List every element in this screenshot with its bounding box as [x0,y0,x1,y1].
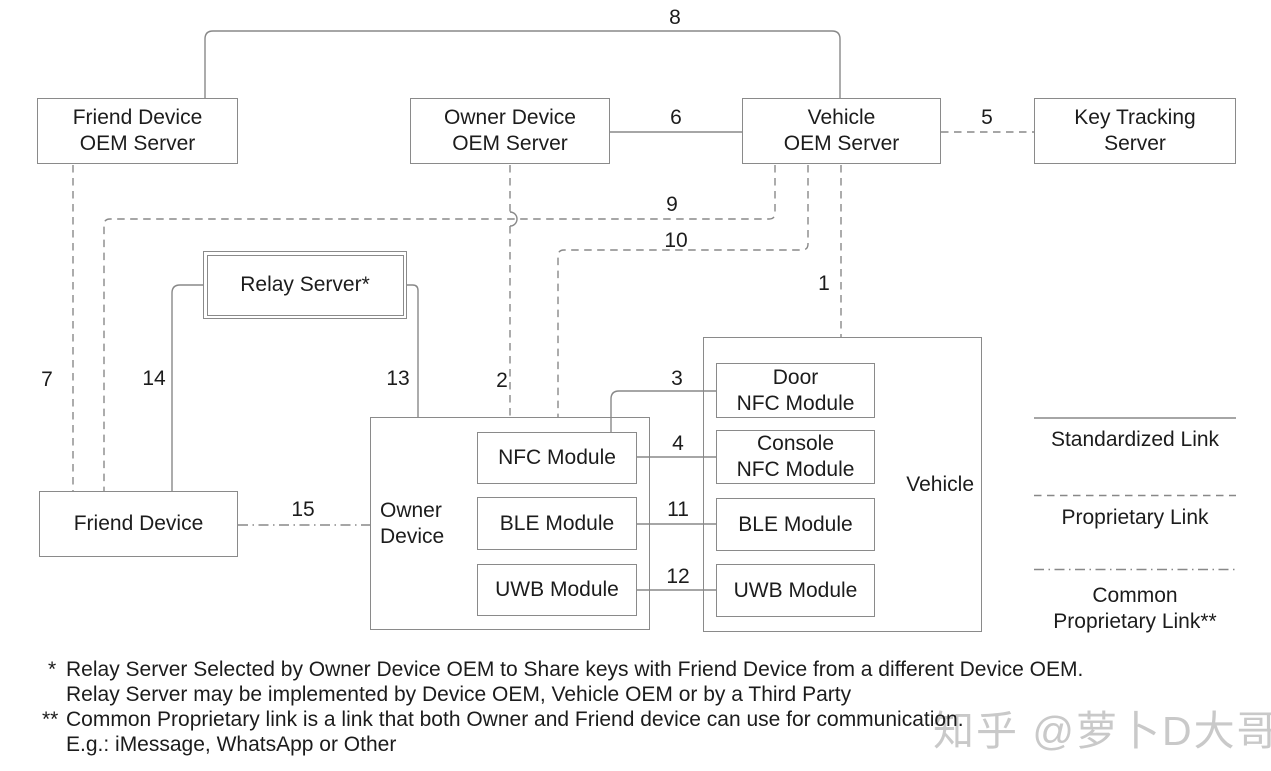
footnote-2-line-2: E.g.: iMessage, WhatsApp or Other [66,733,397,756]
node-friend-device-label-line-1: Friend Device [73,512,204,535]
node-vehicle-label-line-1: Vehicle [906,472,974,496]
node-friend-oem-server-label-line-2: OEM Server [79,132,196,155]
node-owner-oem-server-label-line-2: OEM Server [452,132,568,155]
node-owner-ble-module-label-line-1: BLE Module [499,511,615,535]
footnote-marker-2: ** [42,708,59,731]
footnote-marker-1: * [48,658,57,681]
footnote-2-line-1: Common Proprietary link is a link that b… [66,708,964,731]
node-vehicle-oem-server-label-line-1: Vehicle [807,106,876,129]
footnote-line: Relay Server may be implemented by Devic… [42,682,851,707]
footnote-1-line-2: Relay Server may be implemented by Devic… [66,683,852,706]
node-friend-device-label: Friend Device [74,511,204,537]
node-vehicle-ble-module-label: BLE Module [738,512,852,538]
node-vehicle-oem-server-label-line-2: OEM Server [783,132,900,155]
node-key-tracking-server-label-line-1: Key Tracking [1074,106,1196,129]
node-owner-device-label-line-1: Owner [380,498,442,522]
node-vehicle-uwb-module-label-line-1: UWB Module [733,578,858,602]
node-vehicle-uwb-module: UWB Module [716,564,875,617]
node-owner-device-label-line-2: Device [380,524,445,548]
node-vehicle-label: Vehicle [906,472,974,498]
watermark-text: 知乎 @萝卜D大哥 [933,708,1271,754]
node-owner-uwb-module-label: UWB Module [495,577,619,603]
node-vehicle-uwb-module-label: UWB Module [734,578,858,604]
legend-label-common-line-1: Common [1092,584,1178,607]
node-owner-uwb-module-label-line-1: UWB Module [495,578,619,601]
node-owner-ble-module: BLE Module [477,497,637,550]
legend-label-common-line-2: Proprietary Link** [1053,609,1217,633]
node-console-nfc-module-label-line-1: Console [756,432,835,455]
footnote-1-line-1: Relay Server Selected by Owner Device OE… [66,658,1084,681]
footnote-line: E.g.: iMessage, WhatsApp or Other [42,732,396,757]
node-friend-oem-server-label-line-1: Friend Device [72,106,203,129]
footnote-line: * Relay Server Selected by Owner Device O… [42,657,1083,682]
node-owner-uwb-module: UWB Module [477,564,637,616]
node-owner-ble-module-label: BLE Module [500,511,614,537]
legend-label-proprietary: Proprietary Link [1061,506,1209,529]
node-vehicle-ble-module-label-line-1: BLE Module [738,512,853,536]
node-vehicle-ble-module: BLE Module [716,498,875,551]
legend-label-standardized: Standardized Link [1050,428,1220,451]
node-owner-oem-server-label-line-1: Owner Device [444,106,576,129]
node-friend-device: Friend Device [39,491,238,557]
node-key-tracking-server-label-line-2: Server [1104,132,1166,155]
footnote-line: ** Common Proprietary link is a link that… [42,707,964,732]
